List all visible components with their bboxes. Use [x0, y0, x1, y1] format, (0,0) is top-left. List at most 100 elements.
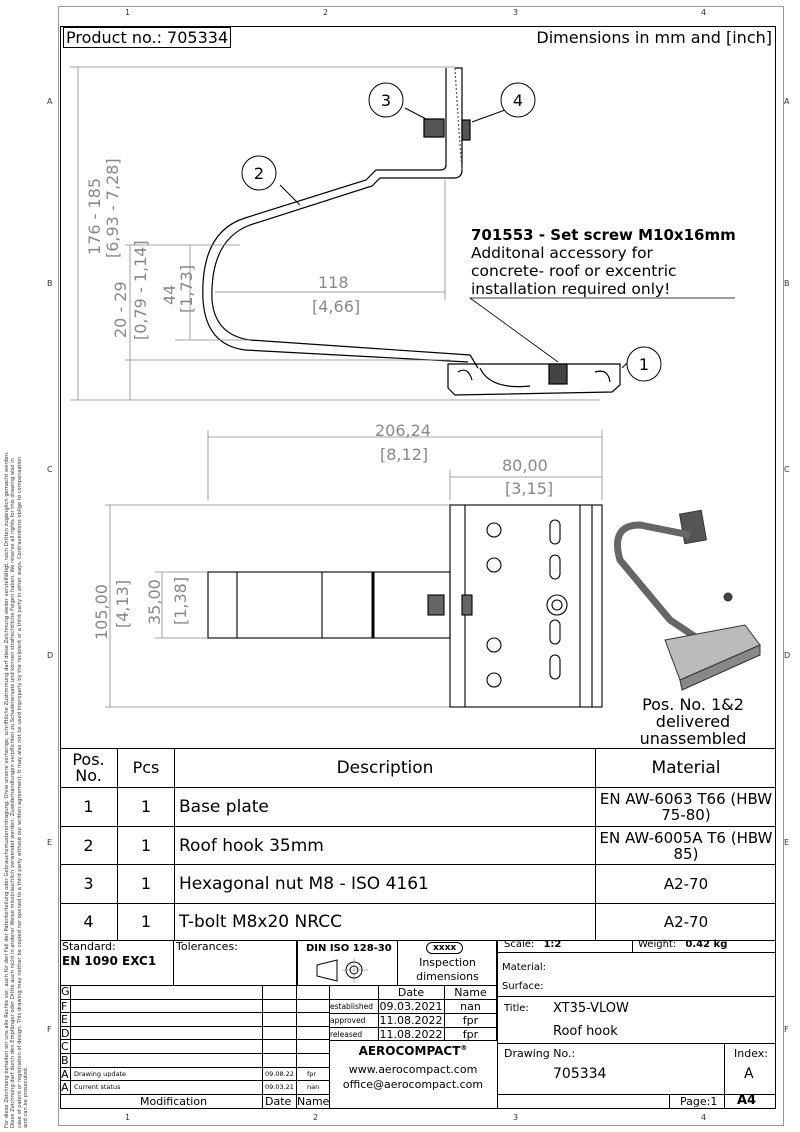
product-number: Product no.: 705334: [63, 27, 232, 48]
date-header: Date: [397, 986, 425, 999]
revision-row: E: [60, 1012, 330, 1027]
delivery-line3: unassembled: [640, 729, 747, 748]
revision-index: A: [61, 1081, 69, 1095]
revision-row: A Current status 09.03.21 nan: [60, 1080, 330, 1095]
note-line2: concrete- roof or excentric: [471, 262, 677, 280]
inspection-line1: Inspection: [419, 956, 476, 969]
zone-col-2-bottom: 2: [313, 1113, 319, 1122]
title-line2: Roof hook: [553, 1024, 618, 1039]
inner-frame: [60, 26, 776, 1109]
note-line3: installation required only!: [471, 280, 670, 298]
approval-label: approved: [330, 1016, 366, 1025]
dim-gap-inch: [1,73]: [177, 265, 196, 313]
zone-col-3: 3: [513, 8, 519, 17]
row-pos: 4: [60, 903, 118, 940]
material-label: Material:: [502, 962, 546, 973]
zone-col-1: 1: [125, 8, 131, 17]
revision-name: fpr: [307, 1069, 317, 1078]
scale-value: 1:2: [543, 939, 562, 950]
zone-row-c: C: [47, 465, 53, 474]
scale-label-text: Scale:: [504, 939, 535, 950]
accessory-note: 701553 - Set screw M10x16mm Additonal ac…: [468, 226, 736, 363]
row-pcs: 1: [118, 903, 175, 940]
approval-date: 11.08.2022: [379, 1028, 443, 1041]
dim-base-height-inch: [0,79 - 1,14]: [131, 240, 150, 340]
dim-base-height: 20 - 29: [111, 281, 130, 338]
revision-index: B: [61, 1054, 69, 1067]
row-description: T-bolt M8x20 NRCC: [175, 903, 596, 940]
note-line1: Additonal accessory for: [471, 244, 654, 262]
header-pos: Pos. No.: [60, 748, 118, 787]
zone-row-e: E: [47, 838, 53, 847]
row-pcs: 1: [118, 864, 175, 903]
zone-row-a: A: [47, 97, 53, 106]
company-email[interactable]: office@aerocompact.com: [342, 1078, 484, 1091]
weight-label-text: Weight:: [638, 939, 677, 950]
balloon-3: 3: [381, 91, 391, 110]
set-screw: [548, 363, 568, 385]
dim-width: 105,00: [92, 584, 111, 640]
hook-outline: [211, 67, 479, 369]
name-header: Name: [454, 986, 487, 999]
approval-row: established 09.03.2021 nan: [329, 999, 497, 1014]
revision-text: Current status: [74, 1083, 121, 1092]
company-name-text: AEROCOMPACT: [358, 1044, 461, 1058]
row-description: Roof hook 35mm: [175, 826, 596, 864]
sheet-format: A4: [737, 1093, 757, 1108]
approval-name: fpr: [462, 1028, 479, 1041]
drawing-number: 705334: [553, 1066, 607, 1082]
outer-frame: [58, 6, 784, 1126]
approval-label: released: [330, 1030, 363, 1039]
dim-overall-height: 176 - 185: [85, 178, 104, 255]
revision-date: 09.08.22: [265, 1069, 294, 1078]
zone-col-3-bottom: 3: [513, 1113, 519, 1122]
title-line1: XT35-VLOW: [553, 1001, 629, 1016]
hex-nut: [423, 118, 445, 138]
registered-mark: ®: [460, 1044, 468, 1052]
zone-row-d-right: D: [784, 651, 791, 660]
zone-row-f-right: F: [784, 1025, 789, 1034]
approval-name: fpr: [462, 1014, 479, 1027]
tolerances-label: Tolerances:: [176, 940, 238, 953]
company-website[interactable]: www.aerocompact.com: [348, 1063, 478, 1076]
row-pos: 2: [60, 826, 118, 864]
approval-label: established: [330, 1002, 374, 1011]
delivery-note: Pos. No. 1&2 delivered unassembled: [640, 695, 747, 748]
revision-index: G: [61, 985, 70, 998]
dim-hook-width-inch: [1,38]: [171, 577, 190, 625]
drawing-no-label: Drawing No.:: [504, 1047, 576, 1060]
dim-length: 206,24: [375, 421, 431, 440]
surface-label: Surface:: [502, 981, 544, 992]
revision-index: E: [61, 1013, 68, 1027]
revision-row: F: [60, 998, 330, 1014]
header-material: Material: [651, 757, 721, 778]
balloon-4: 4: [513, 91, 523, 110]
inspection-badge: xxxx: [426, 942, 464, 954]
standard-label: Standard:: [62, 940, 116, 953]
revision-row: B: [60, 1053, 330, 1068]
standard-value: EN 1090 EXC1: [62, 954, 157, 968]
title-label: Title:: [504, 1003, 529, 1014]
inspection-line2: dimensions: [416, 970, 479, 983]
t-bolt: [461, 119, 471, 141]
zone-row-a-right: A: [784, 97, 790, 106]
row-material: A2-70: [596, 864, 776, 903]
base-plate-outline: [447, 363, 621, 396]
dim-length-inch: [8,12]: [380, 445, 428, 464]
modification-label: Modification: [140, 1095, 208, 1108]
revision-row: G: [60, 985, 330, 999]
row-material: EN AW-6063 T66 (HBW 75-80): [596, 787, 776, 826]
revision-index: A: [61, 1067, 69, 1081]
row-pos: 3: [60, 864, 118, 903]
isometric-view: [614, 509, 761, 691]
dimension-labels: 176 - 185 [6,93 - 7,28] 20 - 29 [0,79 - …: [85, 158, 553, 640]
revision-name: nan: [307, 1083, 320, 1092]
dim-overall-height-inch: [6,93 - 7,28]: [103, 158, 122, 258]
dim-gap: 44: [160, 285, 179, 305]
balloon-labels: 1 2 3 4: [254, 91, 649, 374]
company-name: AEROCOMPACT®: [329, 1044, 497, 1058]
weight-value: 0.42 kg: [685, 939, 728, 950]
row-material: EN AW-6005A T6 (HBW 85): [596, 826, 776, 864]
balloons: [241, 82, 662, 382]
dim-plate-inch: [3,15]: [505, 479, 553, 498]
